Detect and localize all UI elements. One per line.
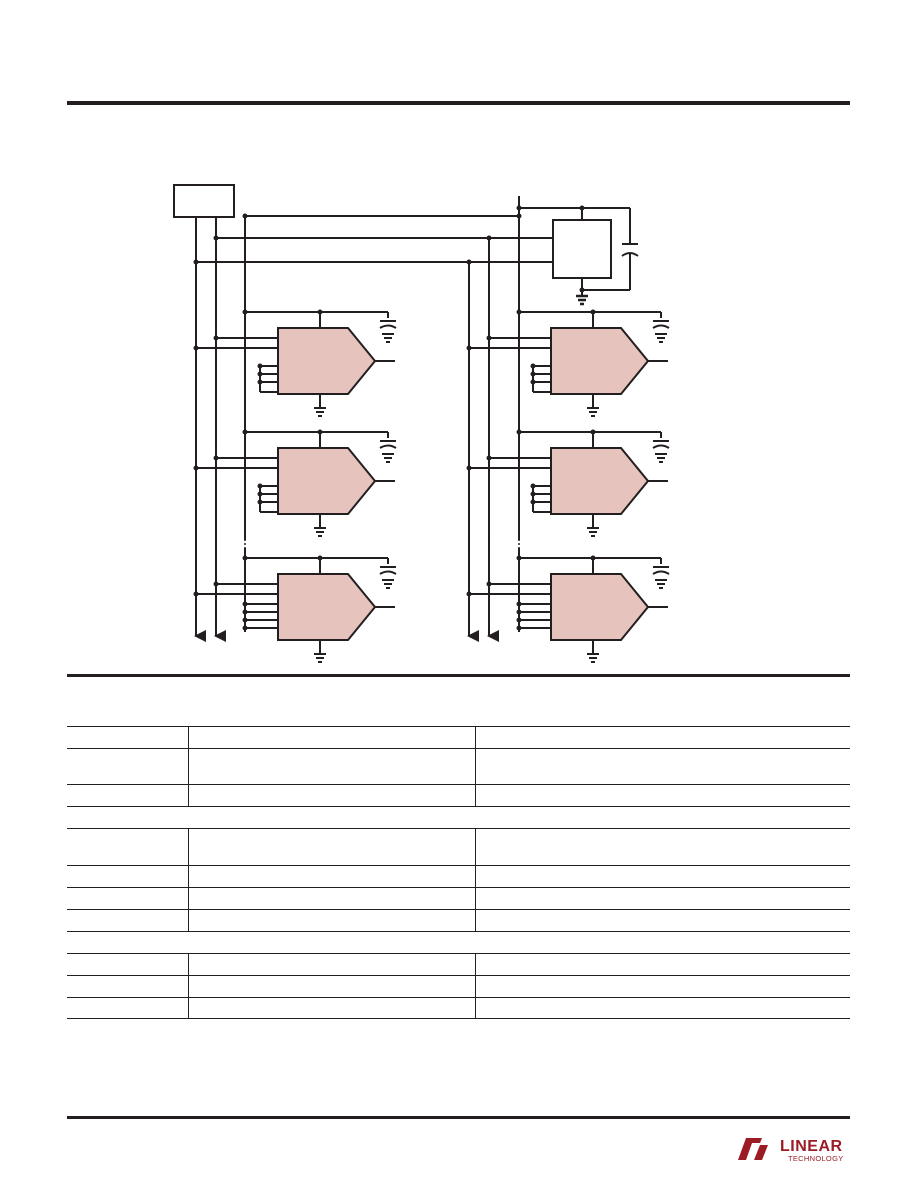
adc-block	[277, 327, 377, 395]
table-row	[67, 998, 850, 1019]
table-row	[67, 888, 850, 910]
adc-block	[277, 447, 377, 515]
logo-text-main: LINEAR	[780, 1138, 843, 1155]
table-row	[67, 748, 850, 785]
reference-box	[552, 219, 612, 279]
adc-block	[550, 327, 650, 395]
adc-block	[550, 573, 650, 641]
table-section-row	[67, 807, 850, 829]
table-header-row	[67, 726, 850, 749]
logo-text-sub: TECHNOLOGY	[788, 1154, 844, 1163]
table-section-row	[67, 932, 850, 954]
table-row	[67, 785, 850, 807]
table-row	[67, 866, 850, 888]
adc-block	[550, 447, 650, 515]
schematic-diagram	[173, 184, 670, 663]
table-row	[67, 954, 850, 976]
linear-technology-logo: LINEAR TECHNOLOGY	[738, 1138, 844, 1163]
table-top-rule	[67, 674, 850, 677]
adc-block	[277, 573, 377, 641]
footer-rule	[67, 1116, 850, 1119]
controller-box	[173, 184, 235, 218]
table-row	[67, 829, 850, 866]
table-row	[67, 976, 850, 998]
lt-logo-icon	[738, 1138, 768, 1160]
table-row	[67, 910, 850, 932]
header-rule	[67, 101, 850, 105]
